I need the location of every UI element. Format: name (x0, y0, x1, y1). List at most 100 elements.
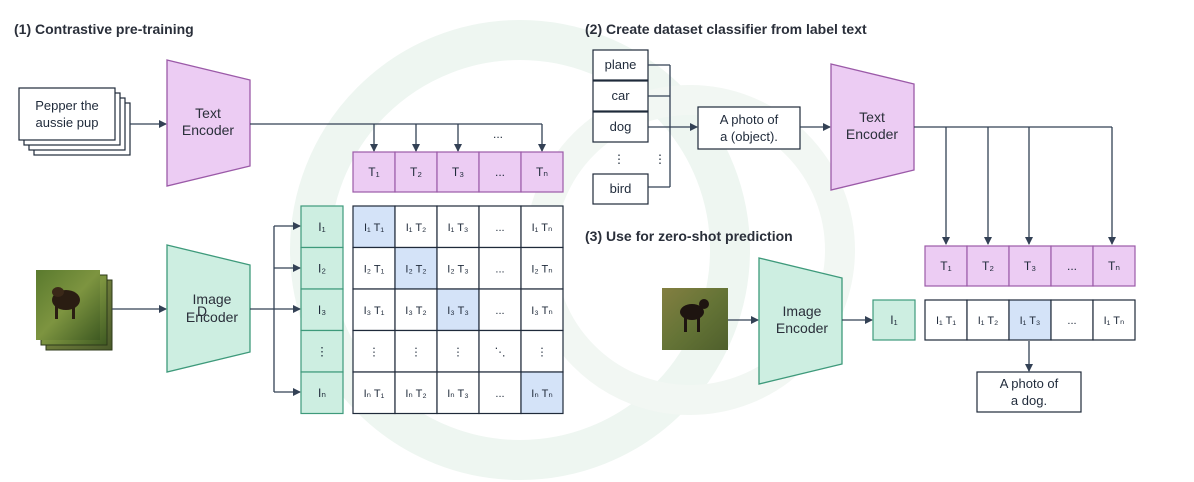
text-input-stack: Pepper the aussie pup (18, 87, 131, 156)
matrix-cell-2-4: ... (478, 246, 522, 290)
matrix-cell-1-1-box (352, 205, 396, 249)
matrix-cell-1-4-label: ... (495, 222, 504, 234)
class-label-dog-box (592, 111, 649, 143)
matrix-cell-3-1: I₃ T₁ (352, 288, 396, 332)
matrix-cell-2-2-label: I₂ T₂ (405, 263, 426, 275)
i-token-4-label: ⋮ (316, 344, 328, 358)
t-token-2-3: T₃ (1008, 245, 1052, 287)
matrix-cell-3-2: I₃ T₂ (394, 288, 438, 332)
t-token-2-box (394, 151, 438, 193)
class-label-car-box (592, 80, 649, 112)
i-token-4-box (300, 329, 344, 373)
t-token-2-2-label: T₂ (982, 259, 994, 273)
matrix-cell-3-4-box (478, 288, 522, 332)
t-token-2-1-box (924, 245, 968, 287)
t-token-2-2: T₂ (966, 245, 1010, 287)
matrix-cell-1-2: I₁ T₂ (394, 205, 438, 249)
score-cell-3-label: I₁ T₃ (1020, 315, 1041, 327)
image-encoder-2: Image Encoder (758, 257, 843, 385)
text-input-line1: Pepper the (35, 98, 99, 113)
matrix-cell-3-1-label: I₃ T₁ (364, 305, 385, 317)
t-token-2-3-label: T₃ (1024, 259, 1036, 273)
matrix-cell-2-5-box (520, 246, 564, 290)
matrix-cell-5-3-label: Iₙ T₃ (447, 388, 469, 400)
i-token-4: ⋮ (300, 329, 344, 373)
matrix-cell-1-3-label: I₁ T₃ (448, 222, 469, 234)
prediction-result: A photo of a dog. (976, 371, 1082, 413)
matrix-cell-1-4: ... (478, 205, 522, 249)
matrix-cell-3-4: ... (478, 288, 522, 332)
text-encoder-2-line1: Text (859, 109, 885, 125)
i-token-5: Iₙ (300, 371, 344, 415)
matrix-cell-1-3: I₁ T₃ (436, 205, 480, 249)
matrix-cell-5-4-label: ... (495, 388, 504, 400)
prompt-template: A photo of a (object). (697, 106, 801, 150)
matrix-cell-2-5-label: I₂ Tₙ (531, 263, 552, 275)
t-token-1-label: T₁ (368, 165, 379, 179)
matrix-cell-1-1: I₁ T₁ (352, 205, 396, 249)
matrix-cell-3-4-label: ... (495, 305, 504, 317)
score-cell-5: I₁ Tₙ (1092, 299, 1136, 341)
image-encoder-2-line2: Encoder (776, 320, 828, 336)
i-token-5-label: Iₙ (318, 386, 326, 400)
t-token-5: Tₙ (520, 151, 564, 193)
i-token-1: I₁ (300, 205, 344, 249)
image-encoder-2-line1: Image (783, 303, 822, 319)
matrix-cell-3-5: I₃ Tₙ (520, 288, 564, 332)
t-token-2: T₂ (394, 151, 438, 193)
matrix-cell-5-3-box (436, 371, 480, 415)
matrix-cell-1-2-label: I₁ T₂ (406, 222, 427, 234)
matrix-cell-3-1-box (352, 288, 396, 332)
score-cell-1: I₁ T₁ (924, 299, 968, 341)
matrix-cell-4-3: ⋮ (436, 329, 480, 373)
matrix-cell-2-4-label: ... (495, 263, 504, 275)
matrix-cell-4-4: ⋱ (478, 329, 522, 373)
matrix-cell-5-5-label: Iₙ Tₙ (531, 388, 552, 400)
top-ellipsis: ... (493, 127, 503, 141)
matrix-cell-5-2-box (394, 371, 438, 415)
score-cell-1-box (924, 299, 968, 341)
zero-shot-scores-row: I₁ T₁ I₁ T₂ I₁ T₃... I₁ Tₙ (924, 299, 1136, 341)
score-cell-5-box (1092, 299, 1136, 341)
score-cell-2-label: I₁ T₂ (978, 315, 999, 327)
matrix-cell-5-5: Iₙ Tₙ (520, 371, 564, 415)
prompt-template-line2: a (object). (720, 129, 778, 144)
score-cell-2: I₁ T₂ (966, 299, 1010, 341)
t-token-1-box (352, 151, 396, 193)
matrix-cell-5-2-label: Iₙ T₂ (405, 388, 426, 400)
text-encoder-1-line1: Text (195, 105, 221, 121)
matrix-cell-2-1-label: I₂ T₁ (364, 263, 385, 275)
prompt-template-line1: A photo of (720, 112, 779, 127)
score-cell-3-box (1008, 299, 1052, 341)
image-encoder-1-line2: Encoder (186, 309, 238, 325)
class-label-plane-label: plane (605, 57, 637, 72)
matrix-cell-4-5-label: ⋮ (537, 346, 548, 358)
matrix-cell-3-2-label: I₃ T₂ (405, 305, 426, 317)
class-label-dog-label: dog (610, 119, 632, 134)
matrix-cell-5-1-label: Iₙ T₁ (364, 388, 385, 400)
t-token-2-4-label: ... (1067, 259, 1077, 273)
i-token-3: I₃ (300, 288, 344, 332)
i-token-2: I₂ (300, 246, 344, 290)
query-embedding-label: I₁ (890, 313, 897, 327)
class-label-dog: dog (592, 111, 649, 143)
t-token-4-label: ... (495, 165, 505, 179)
section3-title: (3) Use for zero-shot prediction (585, 228, 793, 244)
matrix-cell-4-3-label: ⋮ (453, 346, 464, 358)
image-encoder-1-stray: D (197, 303, 207, 319)
label-dots-left: ⋮ (613, 152, 625, 166)
label-dots-right: ⋮ (654, 152, 666, 166)
t-token-1: T₁ (352, 151, 396, 193)
matrix-cell-1-2-box (394, 205, 438, 249)
matrix-cell-4-2: ⋮ (394, 329, 438, 373)
t-token-2-2-box (966, 245, 1010, 287)
score-cell-3: I₁ T₃ (1008, 299, 1052, 341)
matrix-cell-5-1: Iₙ T₁ (352, 371, 396, 415)
matrix-cell-4-5-box (520, 329, 564, 373)
query-embedding: I₁ (872, 299, 916, 341)
score-cell-4-label: ... (1067, 315, 1076, 327)
